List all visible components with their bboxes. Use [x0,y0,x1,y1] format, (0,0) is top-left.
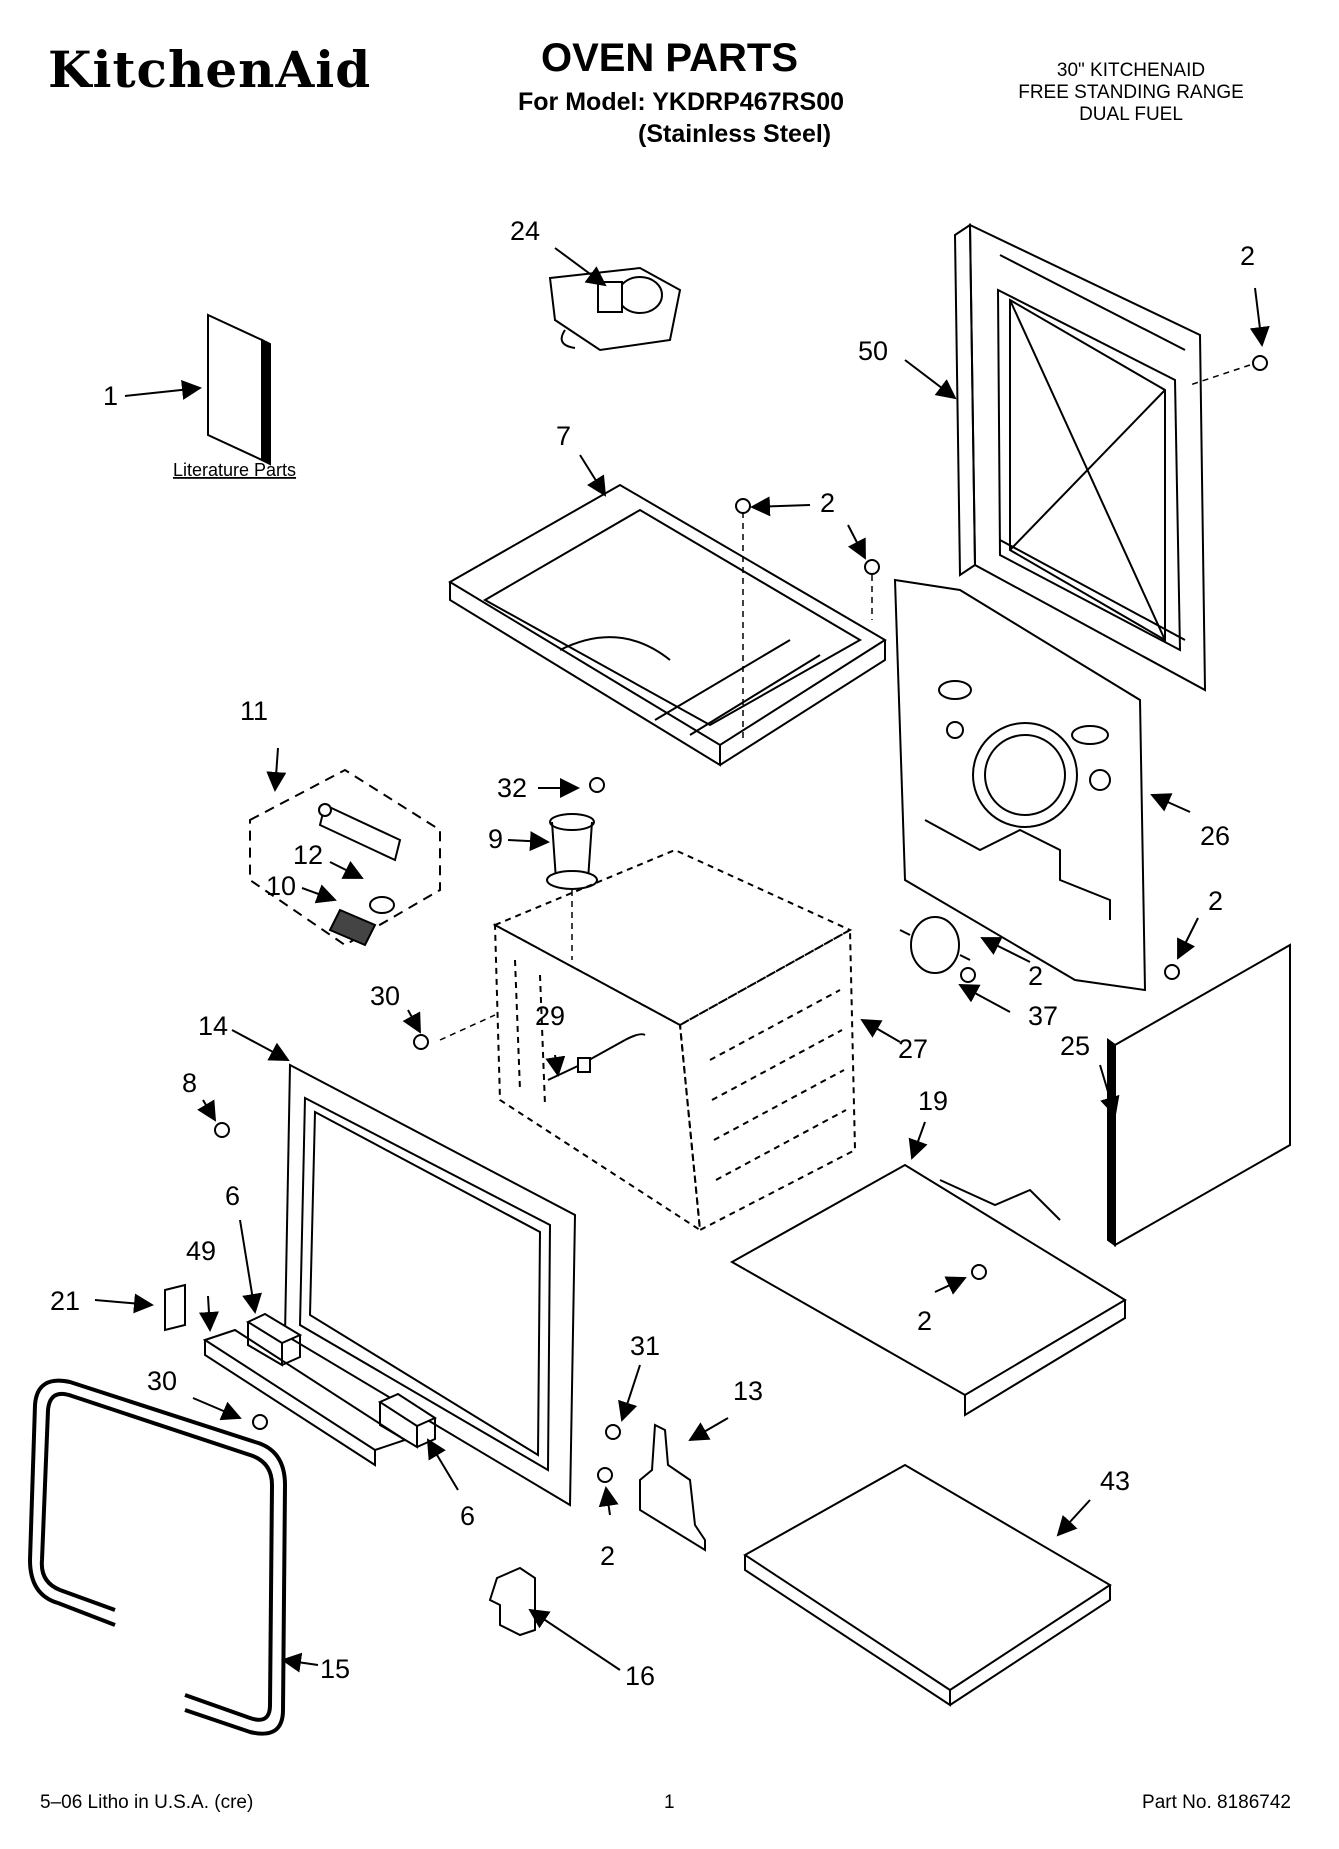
part-24-thermostat [548,266,682,352]
brand-logo: KitchenAid [48,40,372,99]
callout-21: 21 [50,1286,80,1316]
callout-9: 9 [488,824,503,854]
callout-6a: 6 [225,1181,240,1211]
callout-2c: 2 [1028,961,1043,991]
callout-24: 24 [510,216,540,246]
callout-25: 25 [1060,1031,1090,1061]
product-description: 30" KITCHENAID FREE STANDING RANGE DUAL … [971,60,1291,126]
product-line-1: 30" KITCHENAID [1056,60,1206,81]
callout-2a: 2 [1240,241,1255,271]
part-29-temperature-sensor [547,1033,646,1081]
part-13-hinge-bracket [639,1423,706,1552]
callout-2e: 2 [917,1306,932,1336]
part-7-top-frame [448,483,887,767]
product-line-3: DUAL FUEL [1079,104,1183,125]
footer-part-number: Part No. 8186742 [1142,1792,1291,1813]
screw-group [214,355,1268,1483]
callout-50: 50 [858,336,888,366]
footer-litho: 5–06 Litho in U.S.A. (cre) [40,1792,254,1813]
part-19-bottom-baffle [729,1163,1127,1417]
callout-37: 37 [1028,1001,1058,1031]
callout-29: 29 [535,1001,565,1031]
literature-parts-booklet [207,313,271,466]
part-26-rear-panel [893,578,1147,992]
footer-page-number: 1 [664,1792,675,1813]
alignment-lines [439,364,1251,1041]
part-6-insulation-block-upper [245,1312,303,1367]
callout-31: 31 [630,1331,660,1361]
callout-30b: 30 [147,1366,177,1396]
callout-32: 32 [497,773,527,803]
callout-14: 14 [198,1011,228,1041]
product-line-2: FREE STANDING RANGE [1018,82,1244,103]
part-9-vent-tube [546,813,598,890]
callout-6b: 6 [460,1501,475,1531]
callout-7: 7 [556,421,571,451]
part-16-bracket [488,1566,536,1637]
callout-49: 49 [186,1236,216,1266]
part-11-oven-light-assembly [249,768,441,947]
callout-11: 11 [240,696,268,726]
callout-27: 27 [898,1034,928,1064]
model-line: For Model: YKDRP467RS00 [518,88,845,116]
callout-2d: 2 [1208,886,1223,916]
page-title: OVEN PARTS [540,36,799,80]
part-50-back-frame [953,223,1207,692]
callout-12: 12 [293,840,323,870]
callout-15: 15 [320,1654,350,1684]
callout-labels: 1 2 2 2 2 2 2 6 6 7 8 9 10 11 12 13 14 1… [50,216,1255,1691]
callout-1: 1 [103,381,118,411]
callout-13: 13 [733,1376,763,1406]
literature-parts-label: Literature Parts [173,460,296,480]
callout-30a: 30 [370,981,400,1011]
callout-2f: 2 [600,1541,615,1571]
leader-arrows [94,247,1270,1673]
part-14-front-frame [283,1063,577,1507]
callout-10: 10 [266,871,296,901]
callout-26: 26 [1200,821,1230,851]
finish-line: (Stainless Steel) [638,120,832,148]
part-43-bottom-panel [743,1463,1112,1707]
part-21-clip [164,1283,186,1332]
callout-43: 43 [1100,1466,1130,1496]
callout-8: 8 [182,1068,197,1098]
part-25-side-panel [1107,943,1291,1247]
callout-16: 16 [625,1661,655,1691]
part-37-limit-switch [899,916,971,974]
part-27-oven-cavity [492,848,857,1232]
callout-19: 19 [918,1086,948,1116]
part-15-door-gasket [27,1378,288,1736]
callout-2b: 2 [820,488,835,518]
